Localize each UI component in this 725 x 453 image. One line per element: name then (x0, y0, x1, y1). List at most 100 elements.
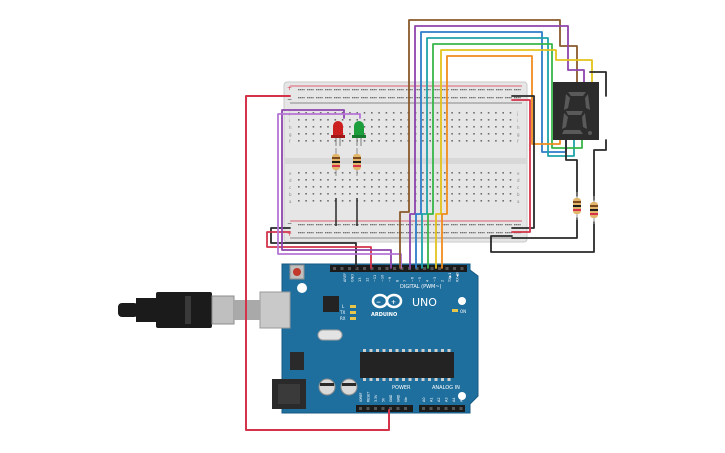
digital-pin-label: 2 (441, 280, 445, 282)
analog-pin-label: A0 (422, 397, 426, 402)
analog-label: ANALOG IN (432, 385, 460, 391)
digital-header-label: DIGITAL (PWM~) (400, 284, 442, 290)
row-letter-label: g (289, 132, 292, 137)
row-letter-label: g (517, 132, 520, 137)
wire-purple-led2[interactable] (277, 113, 402, 269)
digital-pin-label: AREF (343, 273, 347, 282)
wire-orange-seg[interactable] (441, 55, 561, 269)
arduino-logo: − + (371, 293, 403, 309)
power-pin-label: Vin (404, 397, 408, 402)
digital-pin-label: 7 (403, 280, 407, 282)
row-letter-label: e (517, 171, 520, 176)
rx-led-label: RX (340, 316, 346, 321)
led-icon[interactable] (331, 121, 345, 146)
wire-green-seg[interactable] (427, 43, 583, 269)
seven-segment-display-icon[interactable] (553, 82, 599, 140)
power-label: POWER (392, 385, 411, 391)
digital-pin-label: ~5 (418, 277, 422, 282)
row-letter-label: i (517, 118, 518, 123)
digital-pin-label: 12 (366, 278, 370, 282)
resistor-icon[interactable] (332, 148, 340, 176)
digital-pin-label: 13 (358, 278, 362, 282)
resistor-icon[interactable] (353, 148, 361, 176)
logo-text: ARDUINO (371, 312, 397, 318)
power-pin-label: 5V (382, 397, 386, 402)
row-letter-label: c (517, 185, 519, 190)
row-letter-label: f (289, 139, 291, 144)
rail-minus-bottom-label: − (287, 220, 292, 227)
digital-header[interactable] (330, 265, 467, 272)
row-letter-label: i (289, 118, 290, 123)
wire-black-res2[interactable] (511, 217, 578, 239)
digital-pin-label: ~6 (411, 277, 415, 282)
row-letter-label: f (517, 139, 519, 144)
digital-pin-label: TX▶1 (448, 273, 452, 283)
wire-black-display-gnd[interactable] (593, 139, 607, 201)
wire-black-rail-right[interactable] (511, 95, 535, 229)
analog-pin-label: A2 (437, 397, 441, 402)
analog-pin-label: A1 (430, 397, 434, 402)
row-letter-label: a (517, 199, 520, 204)
wire-yellow-seg[interactable] (435, 49, 593, 269)
power-pin-label: IOREF (359, 392, 363, 402)
svg-text:+: + (391, 299, 396, 306)
voltage-regulator (290, 352, 304, 370)
on-led-label: ON (460, 309, 466, 314)
wire-red-rail-right[interactable] (511, 99, 531, 233)
svg-text:−: − (376, 299, 381, 306)
led-icon[interactable] (352, 121, 366, 146)
crystal-oscillator (317, 329, 343, 341)
wire-purple-led[interactable] (281, 109, 392, 269)
row-letter-label: h (289, 125, 292, 130)
digital-pin-label: 8 (396, 280, 400, 282)
digital-pin-label: GND (351, 274, 355, 282)
wire-red-5v[interactable] (245, 95, 390, 431)
row-letter-label: a (289, 199, 292, 204)
digital-pin-label: ~3 (433, 277, 437, 282)
wires (245, 19, 607, 431)
digital-pin-label: ~10 (381, 275, 385, 282)
resistor-icon[interactable] (573, 192, 581, 220)
usb-interface-chip (323, 296, 339, 312)
analog-pin-label: A4 (452, 397, 456, 402)
capacitor-icon (318, 378, 358, 396)
wire-purple-seg[interactable] (409, 25, 585, 269)
digital-pin-label: ~11 (373, 275, 377, 282)
l-led-label: L (342, 304, 345, 309)
wire-black-res-gnd[interactable] (490, 221, 595, 253)
tx-led-label: TX (339, 310, 345, 315)
reset-button[interactable] (289, 264, 305, 280)
rail-plus-top-label: + (287, 85, 292, 92)
row-letter-label: c (289, 185, 291, 190)
digital-pin-label: RX◀0 (456, 272, 460, 282)
rail-plus-bottom-label: + (287, 231, 292, 238)
wire-blue-seg[interactable] (415, 31, 567, 269)
power-pin-label: GND (397, 394, 401, 402)
digital-pin-label: ~9 (388, 277, 392, 282)
model-label: UNO (412, 296, 437, 309)
wire-teal-seg[interactable] (421, 37, 575, 269)
row-letter-label: j (516, 111, 518, 116)
row-letter-label: b (289, 192, 292, 197)
wire-black-display-common[interactable] (589, 71, 607, 97)
analog-pin-label: A5 (460, 397, 464, 402)
row-letter-label: h (517, 125, 520, 130)
usb-cable-icon[interactable] (118, 292, 260, 328)
row-letter-label: b (517, 192, 520, 197)
wire-brown-seg[interactable] (399, 19, 578, 269)
analog-pin-label: A3 (445, 397, 449, 402)
digital-pin-label: 4 (426, 279, 430, 282)
usb-port[interactable] (259, 291, 291, 329)
row-letter-label: d (289, 178, 292, 183)
wire-black-res2-top[interactable] (565, 139, 578, 197)
power-pin-label: GND (389, 394, 393, 402)
resistor-icon[interactable] (590, 196, 598, 224)
rail-minus-top-label: − (287, 96, 292, 103)
row-letter-label: d (517, 178, 520, 183)
analog-header[interactable] (419, 405, 465, 412)
power-pin-label: 3.3V (374, 394, 378, 402)
row-letter-label: e (289, 171, 292, 176)
